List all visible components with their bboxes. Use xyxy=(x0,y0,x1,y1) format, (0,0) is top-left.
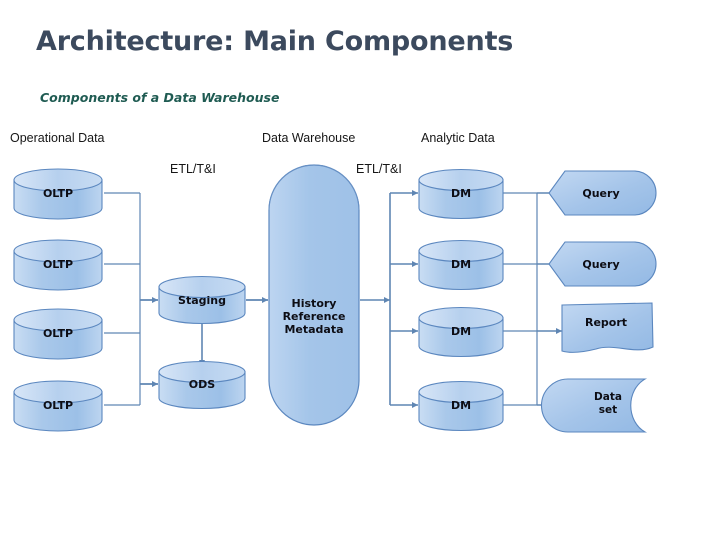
shape-report[interactable] xyxy=(561,302,654,354)
process-label-etl-left: ETL/T&I xyxy=(170,162,216,176)
shape-oltp-3[interactable] xyxy=(13,308,103,360)
shape-query-1[interactable] xyxy=(548,170,657,216)
shape-oltp-2[interactable] xyxy=(13,239,103,291)
shape-oltp-1[interactable] xyxy=(13,168,103,220)
slide-subtitle: Components of a Data Warehouse xyxy=(40,90,280,105)
shape-warehouse-core[interactable] xyxy=(268,164,360,426)
connector-outputs-arrows xyxy=(537,190,562,408)
process-label-etl-right: ETL/T&I xyxy=(356,162,402,176)
connector-group-sources xyxy=(104,192,141,406)
shape-ods[interactable] xyxy=(158,360,246,410)
connector-marts-to-outputs xyxy=(503,192,538,406)
shape-staging[interactable] xyxy=(158,275,246,325)
connector-sources-to-staging xyxy=(140,297,158,387)
column-header-data-warehouse: Data Warehouse xyxy=(262,131,356,145)
shape-oltp-4[interactable] xyxy=(13,380,103,432)
shape-dm-3[interactable] xyxy=(418,306,504,358)
shape-dm-1[interactable] xyxy=(418,168,504,220)
connector-core-to-marts xyxy=(360,190,418,408)
shape-query-2[interactable] xyxy=(548,241,657,287)
shape-dm-2[interactable] xyxy=(418,239,504,291)
shape-dataset[interactable] xyxy=(540,378,648,433)
column-header-operational-data: Operational Data xyxy=(10,131,105,145)
page-title: Architecture: Main Components xyxy=(36,26,514,57)
column-header-analytic-data: Analytic Data xyxy=(421,131,495,145)
shape-dm-4[interactable] xyxy=(418,380,504,432)
